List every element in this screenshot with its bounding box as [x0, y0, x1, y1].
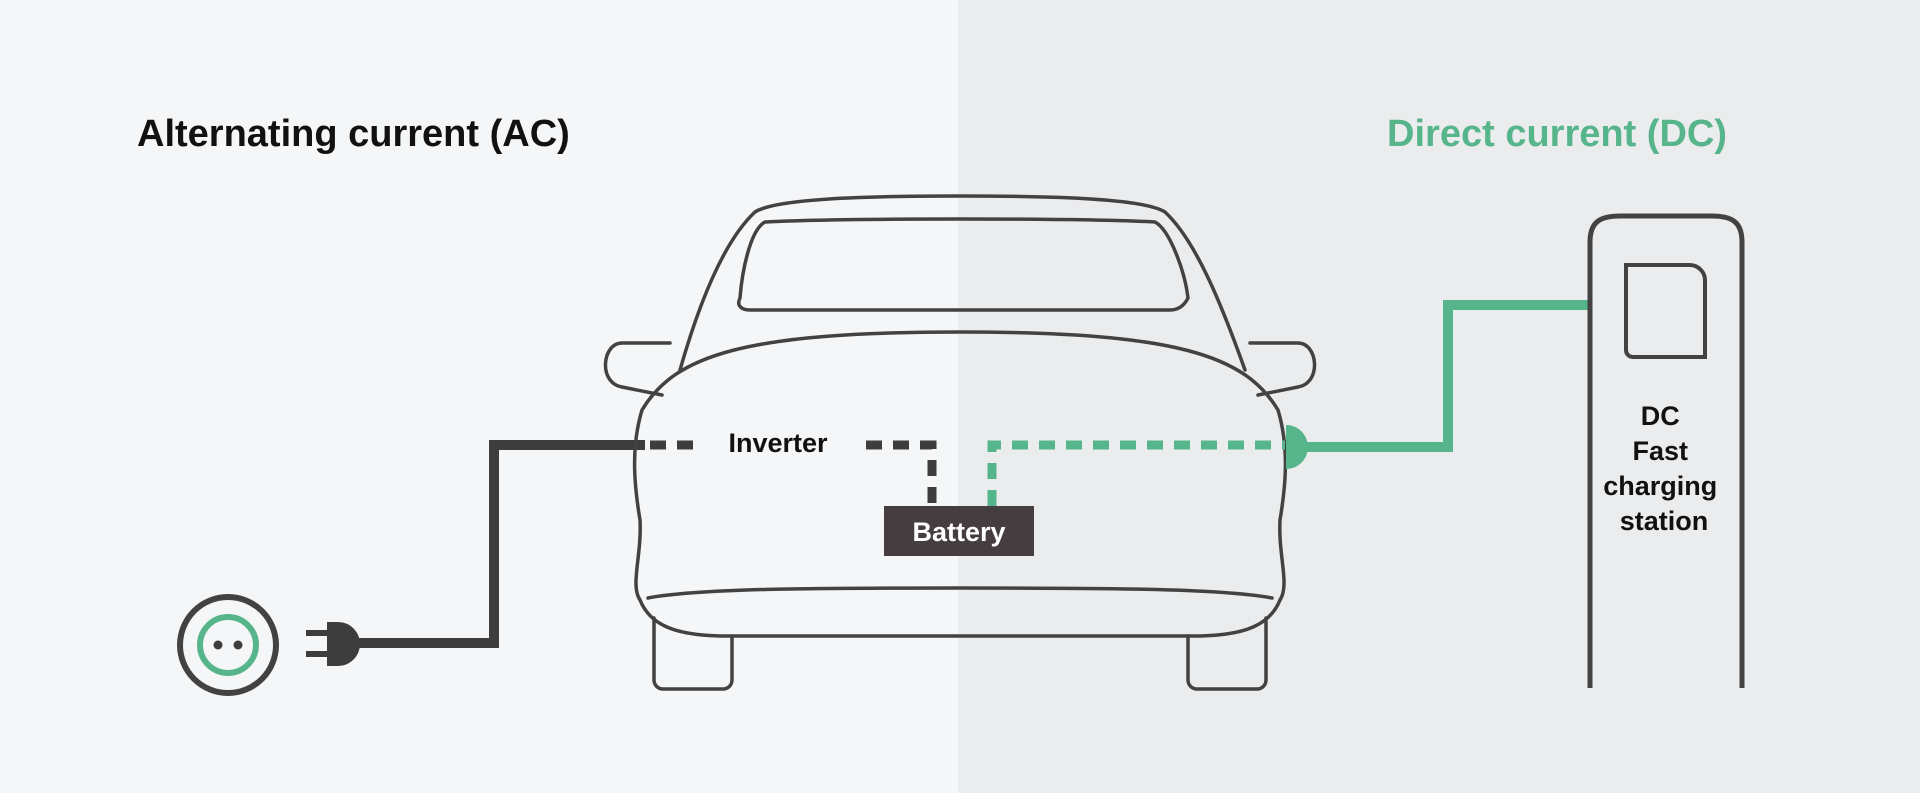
station-label-line-1: DC [1641, 401, 1680, 431]
battery-label: Battery [912, 517, 1005, 547]
ac-panel-background [0, 0, 960, 793]
dc-panel-background [958, 0, 1920, 793]
inverter-label: Inverter [728, 428, 828, 458]
car-outline [603, 194, 1317, 691]
station-label-line-4: station [1620, 506, 1709, 536]
station-label-line-2: Fast [1632, 436, 1688, 466]
ac-internal-wiring [650, 440, 937, 506]
power-plug-icon [306, 622, 360, 666]
battery-box [884, 506, 1034, 556]
dc-cable [1300, 300, 1592, 452]
battery: Battery [884, 506, 1034, 556]
station-label: DC Fast charging station [1603, 401, 1725, 536]
ac-heading: Alternating current (AC) [137, 113, 570, 155]
ac-cable [355, 440, 645, 648]
dc-charge-port [1286, 425, 1308, 469]
dc-heading: Direct current (DC) [1387, 113, 1727, 155]
power-outlet-icon [177, 594, 279, 696]
dc-charging-station: DC Fast charging station [1587, 213, 1745, 688]
station-label-line-3: charging [1603, 471, 1717, 501]
station-screen [1624, 263, 1707, 359]
dc-internal-wiring [987, 440, 1285, 506]
